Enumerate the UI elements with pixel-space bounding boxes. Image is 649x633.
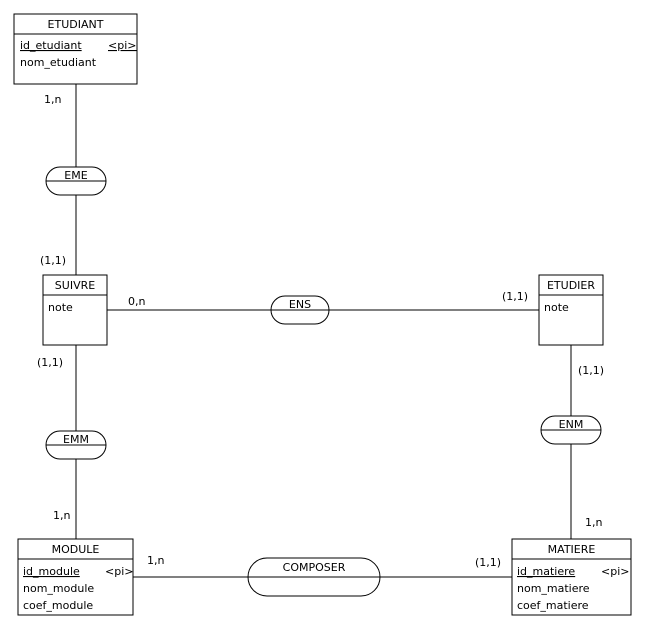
card-etudiant-eme: 1,n	[44, 93, 61, 106]
entity-etudiant-attr-id-tag: <pi>	[108, 39, 136, 52]
relation-emm-label: EMM	[63, 433, 89, 446]
relation-emm[interactable]: EMM	[45, 430, 107, 460]
card-etudier-ens: (1,1)	[502, 290, 528, 303]
entity-matiere[interactable]: MATIERE id_matiere <pi> nom_matiere coef…	[511, 538, 632, 616]
relation-enm[interactable]: ENM	[540, 415, 602, 445]
entity-matiere-title: MATIERE	[548, 543, 596, 556]
entity-matiere-attr-id-tag: <pi>	[601, 565, 629, 578]
entity-module-title: MODULE	[52, 543, 100, 556]
entity-etudier-attr-note: note	[544, 301, 569, 314]
card-matiere-composer: (1,1)	[475, 556, 501, 569]
entity-matiere-attr-id: id_matiere	[517, 565, 575, 578]
card-suivre-emm: (1,1)	[37, 356, 63, 369]
relation-eme-label: EME	[64, 169, 87, 182]
entity-module[interactable]: MODULE id_module <pi> nom_module coef_mo…	[17, 538, 134, 616]
entity-module-attr-coef: coef_module	[23, 599, 93, 612]
entity-etudiant-attr-nom: nom_etudiant	[20, 56, 97, 69]
relation-ens-label: ENS	[289, 298, 311, 311]
entity-etudiant-attr-id: id_etudiant	[20, 39, 82, 52]
connectors	[75, 84, 572, 578]
relation-enm-label: ENM	[559, 418, 584, 431]
entity-matiere-attr-coef: coef_matiere	[517, 599, 589, 612]
card-matiere-enm: 1,n	[585, 516, 602, 529]
relation-eme[interactable]: EME	[45, 166, 107, 196]
entity-etudiant[interactable]: ETUDIANT id_etudiant <pi> nom_etudiant	[13, 13, 138, 85]
relation-composer[interactable]: COMPOSER	[247, 557, 381, 597]
entity-matiere-attr-nom: nom_matiere	[517, 582, 590, 595]
card-suivre-ens: 0,n	[128, 295, 145, 308]
card-suivre-eme: (1,1)	[40, 254, 66, 267]
cardinalities: 1,n (1,1) 0,n (1,1) (1,1) 1,n (1,1) 1,n …	[37, 93, 604, 569]
card-module-emm: 1,n	[53, 509, 70, 522]
entity-suivre-attr-note: note	[48, 301, 73, 314]
entity-module-attr-id-tag: <pi>	[105, 565, 133, 578]
entity-suivre-title: SUIVRE	[55, 279, 95, 292]
entity-etudiant-title: ETUDIANT	[48, 18, 104, 31]
entity-module-attr-id: id_module	[23, 565, 80, 578]
relation-composer-label: COMPOSER	[283, 561, 346, 574]
entity-etudier-title: ETUDIER	[547, 279, 595, 292]
relation-ens[interactable]: ENS	[270, 295, 330, 325]
card-etudier-enm: (1,1)	[578, 364, 604, 377]
card-module-composer: 1,n	[147, 554, 164, 567]
entity-module-attr-nom: nom_module	[23, 582, 94, 595]
entity-etudier[interactable]: ETUDIER note	[538, 274, 604, 346]
entity-suivre[interactable]: SUIVRE note	[42, 274, 108, 346]
